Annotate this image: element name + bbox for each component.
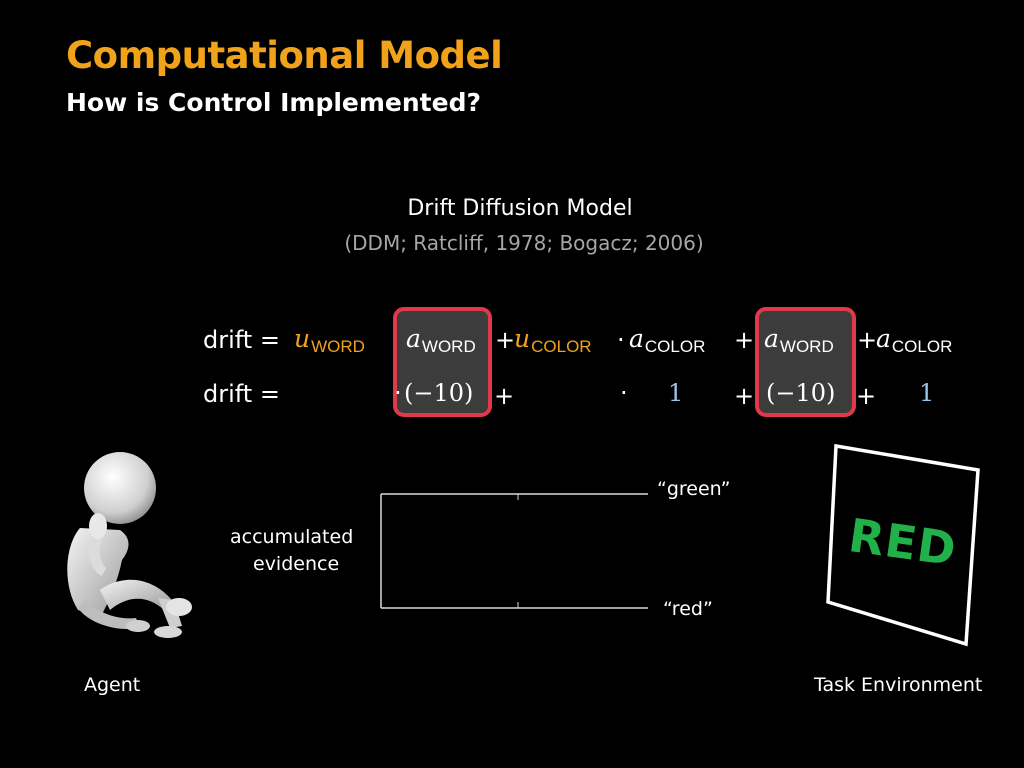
- eq1-a-symbol-2: a: [629, 324, 644, 353]
- eq2-neg-ten-2: (−10): [766, 379, 836, 407]
- eq2-one-1: 1: [668, 379, 684, 407]
- eq1-a-color: aCOLOR: [629, 324, 705, 357]
- eq1-plus-2: +: [734, 326, 755, 354]
- eq1-plus-1: +: [495, 326, 516, 354]
- eq1-u-symbol: u: [294, 324, 311, 353]
- eq1-plus-3: +: [857, 326, 878, 354]
- eq2-plus-1: +: [494, 382, 515, 410]
- evidence-plot: [380, 493, 648, 609]
- eq2-lhs: drift =: [203, 380, 280, 408]
- task-environment-label: Task Environment: [814, 674, 983, 696]
- plot-ylabel-line1: accumulated: [230, 526, 354, 548]
- lower-bound-label: “red”: [663, 598, 713, 620]
- highlight-box-word-right: [755, 307, 856, 417]
- agent-label: Agent: [84, 674, 141, 696]
- eq1-u-color: uCOLOR: [514, 324, 592, 357]
- eq1-a-color-sub: COLOR: [644, 337, 706, 356]
- eq2-dot-2: ·: [620, 379, 628, 407]
- eq2-plus-2: +: [734, 382, 755, 410]
- slide-subtitle: How is Control Implemented?: [66, 88, 481, 117]
- equation-row-2: drift = · (−10) + · 1 + (−10) + 1: [0, 379, 1024, 420]
- eq2-plus-3: +: [856, 382, 877, 410]
- screen-frame: [826, 443, 980, 647]
- eq1-a-color-2: aCOLOR: [876, 324, 952, 357]
- agent-foot-back: [126, 620, 150, 632]
- agent-hand: [89, 513, 107, 539]
- eq1-a-word: aWORD: [406, 324, 476, 357]
- agent-head: [84, 452, 156, 524]
- eq1-a-symbol-3: a: [764, 324, 779, 353]
- agent-figure: [67, 452, 192, 638]
- eq1-u-color-sub: COLOR: [531, 337, 592, 356]
- eq2-one-2: 1: [919, 379, 935, 407]
- plot-ylabel-line2: evidence: [253, 553, 340, 575]
- agent-thigh: [100, 579, 172, 610]
- eq1-a-symbol-4: a: [876, 324, 891, 353]
- ddm-heading: Drift Diffusion Model: [407, 196, 633, 221]
- eq1-a-word-2: aWORD: [764, 324, 834, 357]
- eq1-u-word: uWORD: [294, 324, 365, 357]
- eq1-u-word-sub: WORD: [311, 337, 365, 356]
- agent-arm: [89, 530, 106, 576]
- agent-leg-back: [78, 600, 140, 630]
- eq1-a-word-sub: WORD: [421, 337, 476, 356]
- eq2-neg-ten-1: (−10): [404, 379, 474, 407]
- eq1-lhs: drift =: [203, 326, 280, 354]
- eq1-a-word-sub-2: WORD: [779, 337, 834, 356]
- highlight-box-word-left: [393, 307, 492, 417]
- task-environment-screen: [826, 443, 980, 647]
- eq2-dot-1: ·: [394, 379, 402, 407]
- eq1-a-symbol: a: [406, 324, 421, 353]
- equation-row-1: drift = uWORD aWORD + uCOLOR · aCOLOR + …: [0, 324, 1024, 366]
- upper-bound-label: “green”: [657, 478, 731, 500]
- ddm-citation: (DDM; Ratcliff, 1978; Bogacz; 2006): [344, 231, 704, 255]
- eq1-a-color-sub-2: COLOR: [891, 337, 953, 356]
- eq1-dot: ·: [617, 326, 625, 354]
- agent-knee: [166, 598, 192, 616]
- agent-foot: [154, 626, 182, 638]
- eq1-u-symbol-2: u: [514, 324, 531, 353]
- slide-title: Computational Model: [66, 34, 503, 77]
